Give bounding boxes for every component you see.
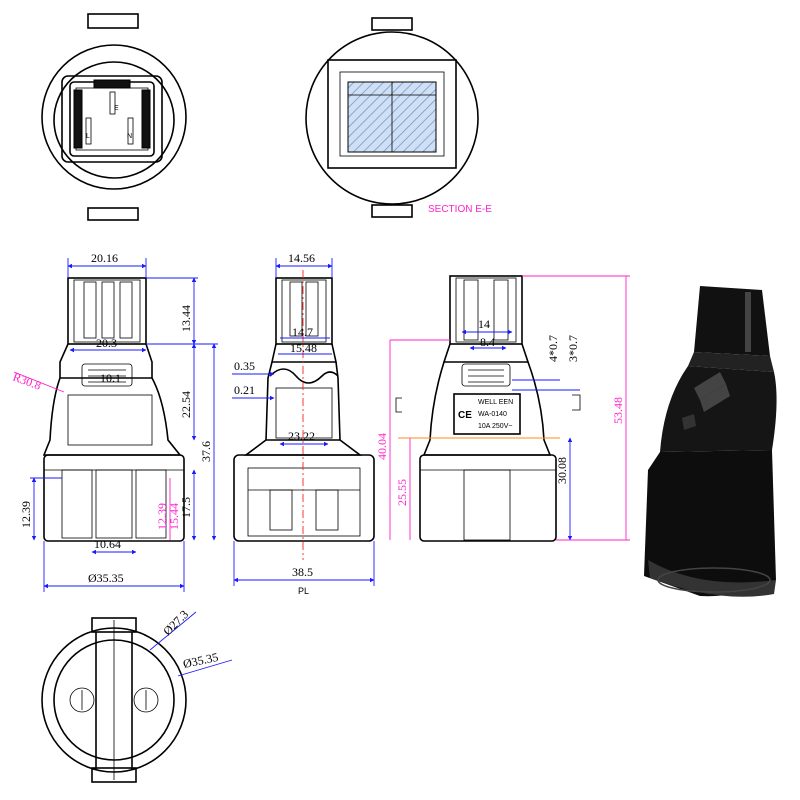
side-view-1: 20.16 13.44 20.3 10.1 22.54 37.6 12.39 1… bbox=[11, 251, 218, 592]
dim-15-48: 15.48 bbox=[290, 341, 317, 355]
dim-radius-30-8: R30.8 bbox=[11, 370, 43, 393]
label-line-1: WELL EEN bbox=[478, 399, 513, 406]
dim-dia-27-3: Ø27.3 bbox=[160, 607, 191, 638]
dim-20-3: 20.3 bbox=[96, 336, 117, 350]
dim-12-39-left: 12.39 bbox=[19, 501, 33, 528]
label-line-3: 10A 250V~ bbox=[478, 423, 512, 430]
side-view-2: 14.56 14.7 15.48 0.35 0.21 23.22 38.5 PL bbox=[232, 251, 375, 596]
dim-53-48: 53.48 bbox=[611, 397, 625, 424]
dim-3x0-7: 3*0.7 bbox=[566, 335, 580, 362]
dim-dia-35-35-bottom: Ø35.35 bbox=[182, 650, 220, 671]
perspective-view bbox=[644, 286, 777, 597]
dim-17-5: 17.5 bbox=[179, 497, 193, 518]
section-view: SECTION E-E bbox=[305, 17, 492, 218]
ce-mark: CE bbox=[458, 410, 472, 421]
dim-13-44: 13.44 bbox=[179, 305, 193, 332]
label-line-2: WA-0140 bbox=[478, 411, 507, 418]
dim-40-04: 40.04 bbox=[375, 433, 389, 460]
dim-10-1: 10.1 bbox=[100, 371, 121, 385]
pin-label-l: L bbox=[86, 133, 90, 140]
front-view: L E N bbox=[41, 13, 187, 221]
bottom-view: Ø27.3 Ø35.35 bbox=[41, 607, 233, 783]
section-label: SECTION E-E bbox=[428, 204, 492, 215]
dim-10-64: 10.64 bbox=[94, 537, 121, 551]
dim-0-21: 0.21 bbox=[234, 383, 255, 397]
dim-37-6: 37.6 bbox=[199, 441, 213, 462]
dim-30-08: 30.08 bbox=[555, 457, 569, 484]
dim-23-22: 23.22 bbox=[288, 429, 315, 443]
dim-15-44: 15.44 bbox=[167, 503, 181, 530]
centerline-label: PL bbox=[298, 586, 309, 596]
dim-14-7: 14.7 bbox=[292, 325, 313, 339]
dim-25-55: 25.55 bbox=[395, 479, 409, 506]
dim-dia-35-35: Ø35.35 bbox=[88, 571, 124, 585]
dim-14-56: 14.56 bbox=[288, 251, 315, 265]
pin-label-e: E bbox=[114, 105, 119, 112]
pin-label-n: N bbox=[127, 133, 132, 140]
side-view-3: CE WELL EEN WA-0140 10A 250V~ 14 8.4 4*0… bbox=[375, 275, 630, 542]
dim-20-16: 20.16 bbox=[91, 251, 118, 265]
dim-4x0-7: 4*0.7 bbox=[546, 335, 560, 362]
dim-0-35: 0.35 bbox=[234, 359, 255, 373]
dim-14: 14 bbox=[478, 317, 490, 331]
dim-38-5: 38.5 bbox=[292, 565, 313, 579]
dim-22-54: 22.54 bbox=[179, 391, 193, 418]
dim-12-39-right: 12.39 bbox=[155, 503, 169, 530]
dim-8-4: 8.4 bbox=[480, 335, 495, 349]
